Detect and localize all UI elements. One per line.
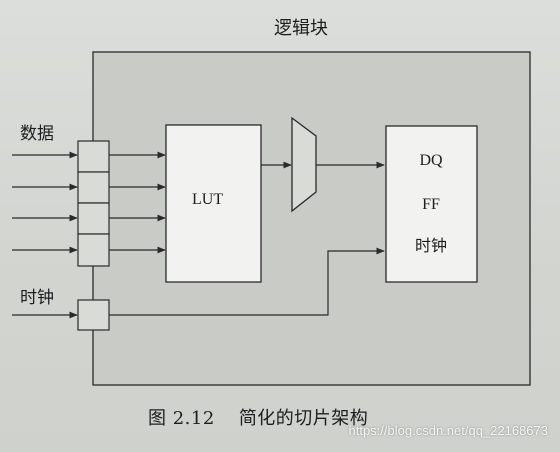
input-register-cell xyxy=(77,171,110,204)
input-register-stack xyxy=(77,140,110,267)
register-to-lut-arrows xyxy=(109,151,166,254)
figure-caption: 图 2.12 简化的切片架构 xyxy=(148,410,368,428)
input-register-cell xyxy=(77,202,110,235)
ff-label-ff: FF xyxy=(422,196,440,213)
figure-number: 图 2.12 xyxy=(148,408,215,429)
clock-path-to-ff xyxy=(109,247,385,316)
watermark-url: https://blog.csdn.net/qq_22168673 xyxy=(348,423,549,438)
input-register-cell xyxy=(77,233,110,267)
input-register-cell xyxy=(77,140,110,173)
figure-caption-text: 简化的切片架构 xyxy=(238,408,369,429)
multiplexer xyxy=(291,116,317,213)
ff-label-clock: 时钟 xyxy=(414,238,447,255)
lut-box xyxy=(165,124,262,283)
clock-input-label: 时钟 xyxy=(20,288,54,308)
data-input-arrows xyxy=(12,151,78,254)
clock-register-cell xyxy=(77,299,110,331)
lut-label: LUT xyxy=(192,191,224,208)
logic-block-title: 逻辑块 xyxy=(274,18,328,39)
ff-label-dq: DQ xyxy=(419,152,443,169)
data-input-label: 数据 xyxy=(20,124,54,144)
flipflop-box xyxy=(385,125,478,283)
